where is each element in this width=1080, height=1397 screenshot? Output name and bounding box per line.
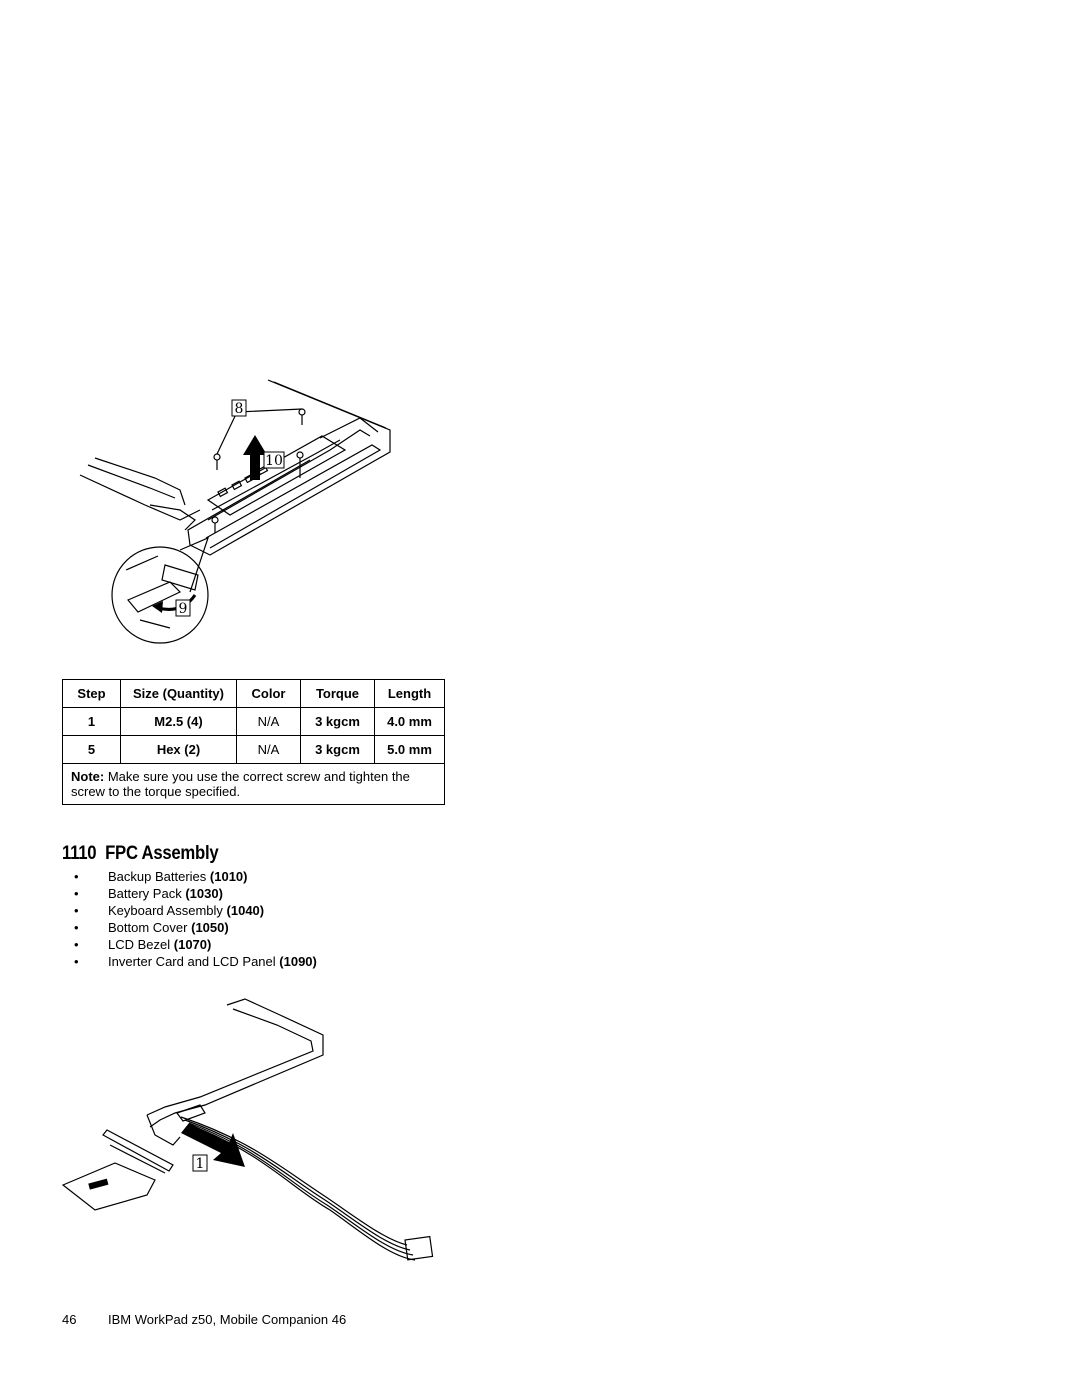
lift-arrow-icon [243,435,267,480]
callout-1-box [192,1154,208,1172]
table-note: Note: Make sure you use the correct scre… [62,763,445,805]
header-torque: Torque [300,679,375,708]
cell-color: N/A [236,735,301,764]
table-row: 1 M2.5 (4) N/A 3 kgcm 4.0 mm [62,707,445,736]
cell-color: N/A [236,707,301,736]
table-note-row: Note: Make sure you use the correct scre… [62,763,445,805]
pull-arrow-icon [181,1123,245,1167]
list-item: •Bottom Cover (1050) [74,920,229,935]
cell-step: 1 [62,707,121,736]
lcd-frame-drawing [79,379,391,644]
fpc-assembly-illustration: 1 [61,998,434,1261]
screw-spec-table: Step Size (Quantity) Color Torque Length… [62,679,445,805]
cell-size: M2.5 (4) [120,707,237,736]
fpc-cable-drawing [61,998,434,1261]
callout-9-box [175,599,191,617]
table-row: 5 Hex (2) N/A 3 kgcm 5.0 mm [62,735,445,764]
callout-8-box [231,399,247,417]
table-header-row: Step Size (Quantity) Color Torque Length [62,679,445,708]
list-item: •Keyboard Assembly (1040) [74,903,265,918]
cell-length: 4.0 mm [374,707,445,736]
header-length: Length [374,679,445,708]
cell-torque: 3 kgcm [300,707,375,736]
footer-text: IBM WorkPad z50, Mobile Companion 46 [108,1312,347,1327]
list-item: •Backup Batteries (1010) [74,869,248,884]
page-footer: 46 IBM WorkPad z50, Mobile Companion 46 [62,1312,346,1327]
cell-size: Hex (2) [120,735,237,764]
callout-1-label: 1 [196,1156,205,1172]
note-text: Make sure you use the correct screw and … [71,769,410,799]
list-item: •Inverter Card and LCD Panel (1090) [74,954,317,969]
section-heading: 1110 FPC Assembly [62,843,219,865]
section-title: FPC Assembly [105,843,219,864]
header-size: Size (Quantity) [120,679,237,708]
list-item: •LCD Bezel (1070) [74,937,212,952]
section-number: 1110 [62,843,97,864]
note-label: Note: [71,769,105,784]
cell-step: 5 [62,735,121,764]
cell-torque: 3 kgcm [300,735,375,764]
footer-page-number: 46 [62,1312,77,1327]
list-item: •Battery Pack (1030) [74,886,223,901]
callout-8-label: 8 [235,401,244,417]
callout-9-label: 9 [179,601,188,617]
prerequisite-list: •Backup Batteries (1010) •Battery Pack (… [62,868,317,970]
header-step: Step [62,679,121,708]
callout-10-label: 10 [265,453,283,469]
lcd-assembly-illustration: 8 10 9 [79,379,391,644]
callout-10-box [263,451,285,469]
cell-length: 5.0 mm [374,735,445,764]
header-color: Color [236,679,301,708]
